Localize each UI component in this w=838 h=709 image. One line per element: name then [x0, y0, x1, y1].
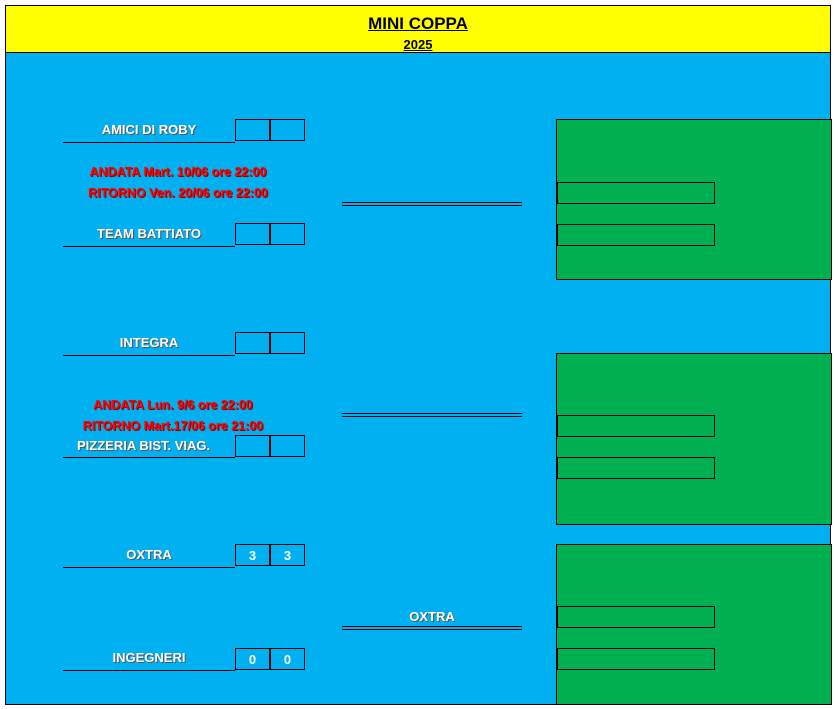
winner-line-1	[342, 202, 522, 206]
next-round-slot-2b[interactable]	[557, 457, 715, 479]
next-round-slot-3a[interactable]	[557, 606, 715, 628]
next-round-panel-3	[556, 544, 832, 705]
team-home-3: OXTRA	[63, 543, 235, 568]
match-2-andata: ANDATA Lun. 9/6 ore 22:00	[93, 398, 253, 412]
next-round-slot-1b[interactable]	[557, 224, 715, 246]
score-away-2-andata[interactable]	[235, 435, 270, 457]
header-banner: MINI COPPA 2025	[5, 5, 831, 53]
score-away-1-ritorno[interactable]	[270, 223, 305, 245]
next-round-slot-3b[interactable]	[557, 648, 715, 670]
next-round-panel-2	[556, 353, 832, 525]
match-1-ritorno: RITORNO Ven. 20/06 ore 22:00	[88, 186, 268, 200]
next-round-slot-1a[interactable]	[557, 182, 715, 204]
team-away-3: INGEGNERI	[63, 646, 235, 671]
score-home-3-ritorno[interactable]: 3	[270, 544, 305, 566]
score-away-1-andata[interactable]	[235, 223, 270, 245]
score-home-1-andata[interactable]	[235, 119, 270, 141]
score-home-3-andata[interactable]: 3	[235, 544, 270, 566]
team-away-1: TEAM BATTIATO	[63, 222, 235, 247]
page-year: 2025	[403, 37, 433, 52]
next-round-panel-1	[556, 119, 832, 280]
next-round-slot-2a[interactable]	[557, 415, 715, 437]
score-home-2-andata[interactable]	[235, 332, 270, 354]
score-home-1-ritorno[interactable]	[270, 119, 305, 141]
winner-line-2	[342, 413, 522, 417]
page-title: MINI COPPA	[368, 14, 468, 33]
score-home-2-ritorno[interactable]	[270, 332, 305, 354]
score-away-3-ritorno[interactable]: 0	[270, 648, 305, 670]
score-away-2-ritorno[interactable]	[270, 435, 305, 457]
match-1-andata: ANDATA Mart. 10/06 ore 22:00	[89, 165, 267, 179]
score-away-3-andata[interactable]: 0	[235, 648, 270, 670]
match-2-ritorno: RITORNO Mart.17/06 ore 21:00	[82, 419, 264, 433]
winner-line-3	[342, 626, 522, 630]
winner-3: OXTRA	[409, 609, 455, 624]
team-away-2: PIZZERIA BIST. VIAG.	[63, 434, 235, 458]
team-home-2: INTEGRA	[63, 331, 235, 356]
team-home-1: AMICI DI ROBY	[63, 118, 235, 143]
